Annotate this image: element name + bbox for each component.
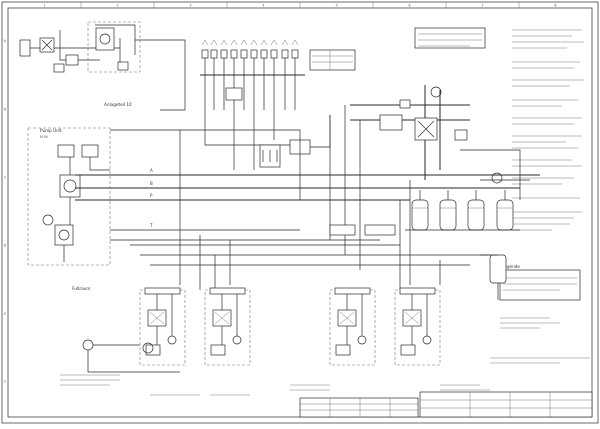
valve-head — [220, 49, 228, 59]
top-valve-bank — [200, 39, 331, 170]
module-gauge — [357, 335, 367, 345]
lower-modules — [139, 287, 441, 366]
title-block — [299, 391, 593, 418]
line-label-t: T — [149, 223, 153, 228]
valve-head — [210, 49, 218, 59]
valve-head — [270, 49, 278, 59]
frame-letter: E — [4, 312, 6, 316]
info-box-2 — [414, 27, 486, 49]
upper-group-label: Anlageteil 10 — [104, 102, 132, 107]
line-label-p: P — [150, 193, 153, 198]
module-gauge — [422, 335, 432, 345]
legend-title: Legende — [502, 264, 520, 269]
valve-head — [281, 49, 289, 59]
line-label-a: A — [150, 168, 153, 173]
pump-unit-sub: M 90 — [40, 135, 48, 139]
pump-unit-label: Pump Unit — [40, 128, 62, 133]
left-pump-unit — [27, 127, 111, 266]
frame-ticks: 1 2 3 4 5 6 7 8A B C D E F — [4, 2, 557, 384]
valve-head — [291, 49, 299, 59]
lower-left-circuit — [60, 317, 590, 396]
frame-number: 4 — [262, 4, 264, 8]
valve-head — [201, 49, 209, 59]
valve-head — [250, 49, 258, 59]
frame-number: 6 — [408, 4, 410, 8]
notes-column — [512, 29, 584, 231]
line-label-b: B — [150, 181, 153, 186]
info-box-1 — [309, 49, 356, 71]
frame-number: 3 — [189, 4, 191, 8]
lower-left-label: Fußraum — [72, 286, 91, 291]
top-left-circuit — [19, 21, 186, 111]
module-gauge — [167, 335, 177, 345]
single-tank — [489, 254, 507, 284]
main-lines — [75, 105, 540, 290]
valve-head — [260, 49, 268, 59]
frame-number: 7 — [481, 4, 483, 8]
frame-letter: D — [4, 244, 7, 248]
frame-letter: C — [4, 175, 7, 179]
frame-number: 8 — [554, 4, 556, 8]
accumulator-tank — [439, 199, 457, 231]
frame-letter: B — [4, 107, 6, 111]
right-valve-cluster — [350, 85, 530, 200]
frame-letter: F — [4, 380, 6, 384]
valve-head — [230, 49, 238, 59]
valve-head — [240, 49, 248, 59]
frame-number: 1 — [43, 4, 45, 8]
accumulator-tank — [467, 199, 485, 231]
frame-letter: A — [4, 39, 7, 43]
accumulator-tank — [496, 199, 514, 231]
accumulator-tanks — [411, 199, 514, 231]
frame-number: 2 — [116, 4, 118, 8]
frame-number: 5 — [335, 4, 337, 8]
accumulator-tank — [411, 199, 429, 231]
module-gauge — [232, 335, 242, 345]
